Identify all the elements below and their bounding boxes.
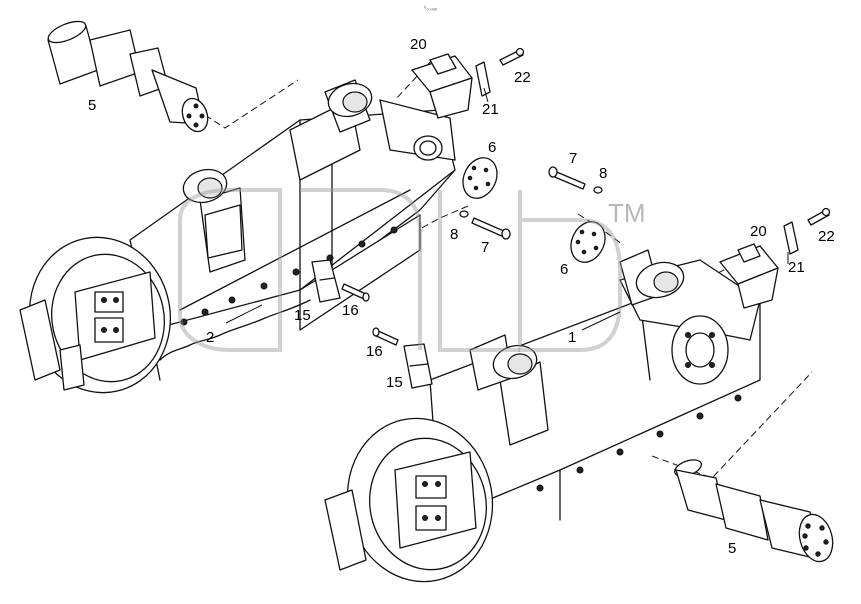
- callout-1: 1: [568, 329, 576, 346]
- bracket-group-right: [719, 207, 831, 309]
- disc-and-bolts: [459, 157, 606, 263]
- callout-15-left: 15: [294, 307, 311, 324]
- pin-assembly-top: [47, 20, 209, 133]
- callout-6-top: 6: [488, 139, 496, 156]
- bracket-group-top: [411, 47, 525, 119]
- callout-22-top: 22: [514, 69, 531, 86]
- callout-21-right: 21: [788, 259, 805, 276]
- track-frame-assembly-2: [19, 79, 456, 394]
- callout-5-top: 5: [88, 97, 96, 114]
- pin-assembly-bottom: [673, 459, 834, 563]
- callout-20-right: 20: [750, 223, 767, 240]
- callout-2: 2: [206, 329, 214, 346]
- callout-8-top: 8: [599, 165, 607, 182]
- callout-20-top: 20: [410, 36, 427, 53]
- callout-labels: 5 20 22 21 6 7 8 8 7 20 22 21 6 15 16 2 …: [88, 36, 835, 557]
- track-frame-assembly-1: [324, 249, 761, 583]
- callout-16-bottom: 16: [366, 343, 383, 360]
- callout-16-left: 16: [342, 302, 359, 319]
- callout-22-right: 22: [818, 228, 835, 245]
- clamp-group: [311, 259, 433, 389]
- callout-8-middle: 8: [450, 226, 458, 243]
- callout-5-bottom: 5: [728, 540, 736, 557]
- callout-15-bottom: 15: [386, 374, 403, 391]
- top-mark: ⁶ₒ ₒₒₒ: [424, 5, 438, 12]
- callout-7-middle: 7: [481, 239, 489, 256]
- watermark: TM: [178, 188, 646, 352]
- callout-7-top: 7: [569, 150, 577, 167]
- callout-leaders: [225, 87, 789, 331]
- callout-6-right: 6: [560, 261, 568, 278]
- watermark-tm: TM: [608, 198, 646, 228]
- callout-21-top: 21: [482, 101, 499, 118]
